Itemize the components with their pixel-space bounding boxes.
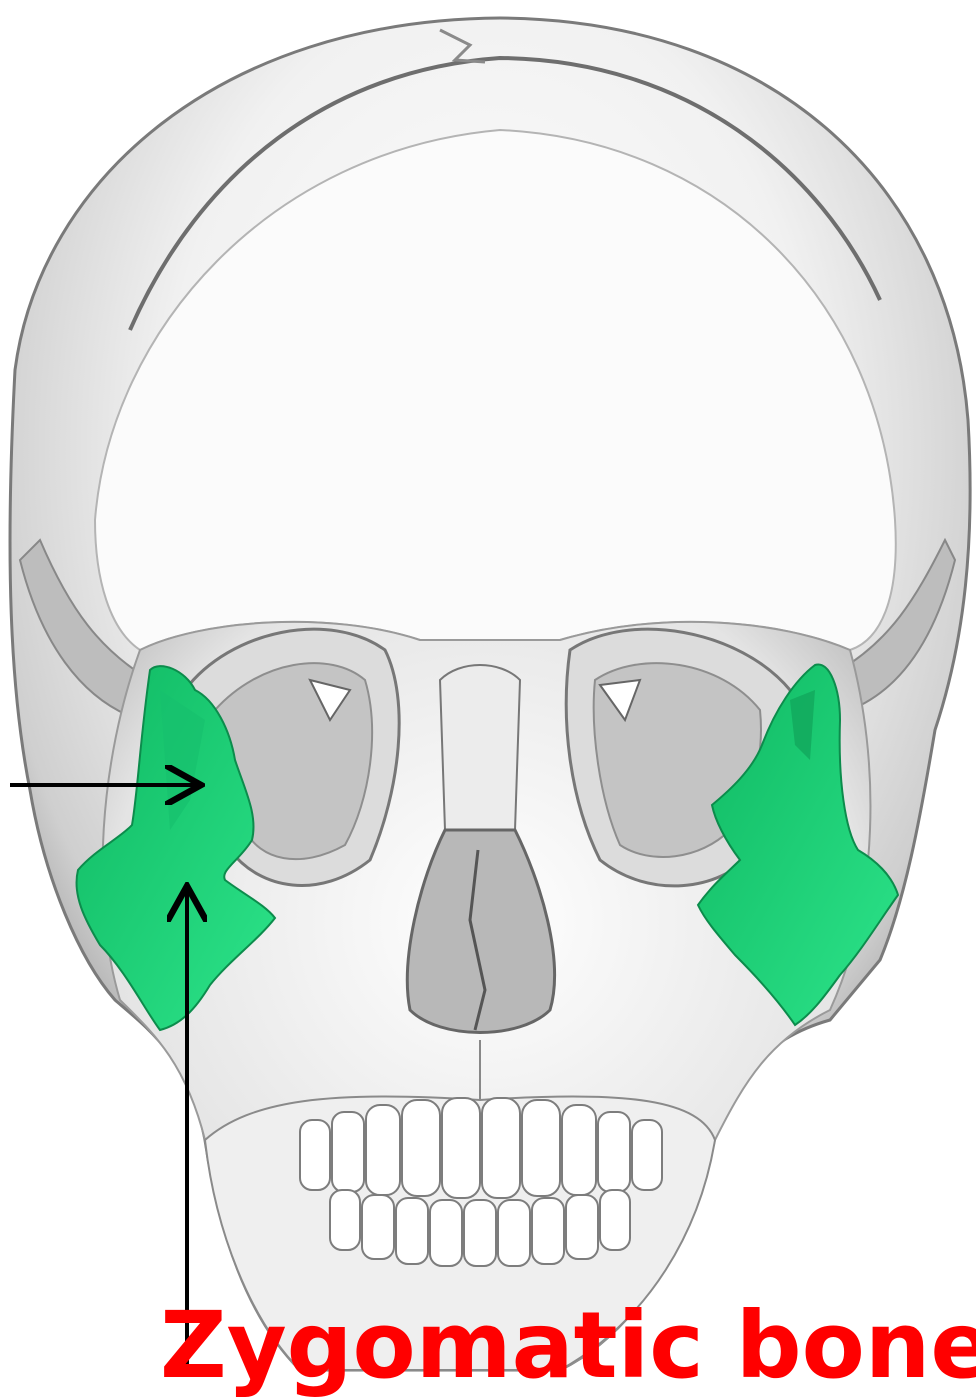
nasal-bone <box>440 665 520 830</box>
zygomatic-bone-label: Zygomatic bone <box>160 1300 976 1392</box>
upper-teeth <box>300 1098 662 1198</box>
lower-teeth <box>330 1190 630 1266</box>
